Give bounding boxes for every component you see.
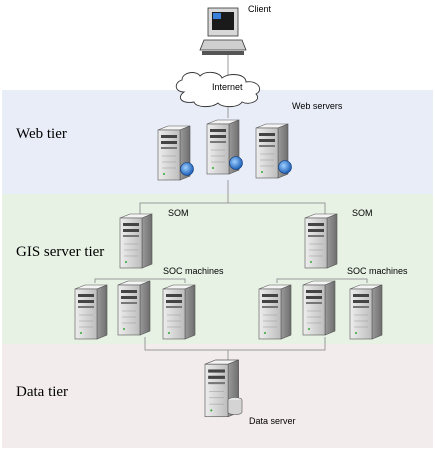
data-server [204, 359, 243, 418]
soc-machine-right-3 [349, 284, 383, 340]
som-server-left [119, 213, 153, 269]
internet-label: Internet [212, 82, 243, 92]
data-server-label: Data server [249, 416, 296, 426]
tier-label-data: Data tier [16, 384, 69, 400]
desktop-computer-icon [199, 7, 247, 55]
cloud-icon [175, 71, 260, 108]
database-server-icon [227, 397, 243, 415]
web-server-globe-icon [278, 160, 292, 174]
web-server-2 [206, 119, 243, 175]
soc-label-left: SOC machines [163, 266, 224, 276]
soc-machine-left-2 [117, 280, 151, 336]
soc-machine-left-3 [162, 284, 196, 340]
tier-label-web: Web tier [16, 126, 67, 142]
web-servers-label: Web servers [292, 101, 343, 111]
web-server-3 [255, 123, 292, 179]
soc-machine-right-1 [258, 284, 292, 340]
client-label: Client [248, 4, 272, 14]
web-server-globe-icon [229, 156, 243, 170]
som-label-right: SOM [352, 208, 373, 218]
som-server-right [304, 213, 338, 269]
soc-machine-right-2 [302, 280, 336, 336]
tier-label-gis: GIS server tier [16, 244, 105, 260]
soc-machine-left-1 [74, 284, 108, 340]
som-label-left: SOM [168, 208, 189, 218]
web-server-globe-icon [180, 162, 194, 176]
web-server-1 [157, 125, 194, 181]
soc-label-right: SOC machines [347, 266, 408, 276]
